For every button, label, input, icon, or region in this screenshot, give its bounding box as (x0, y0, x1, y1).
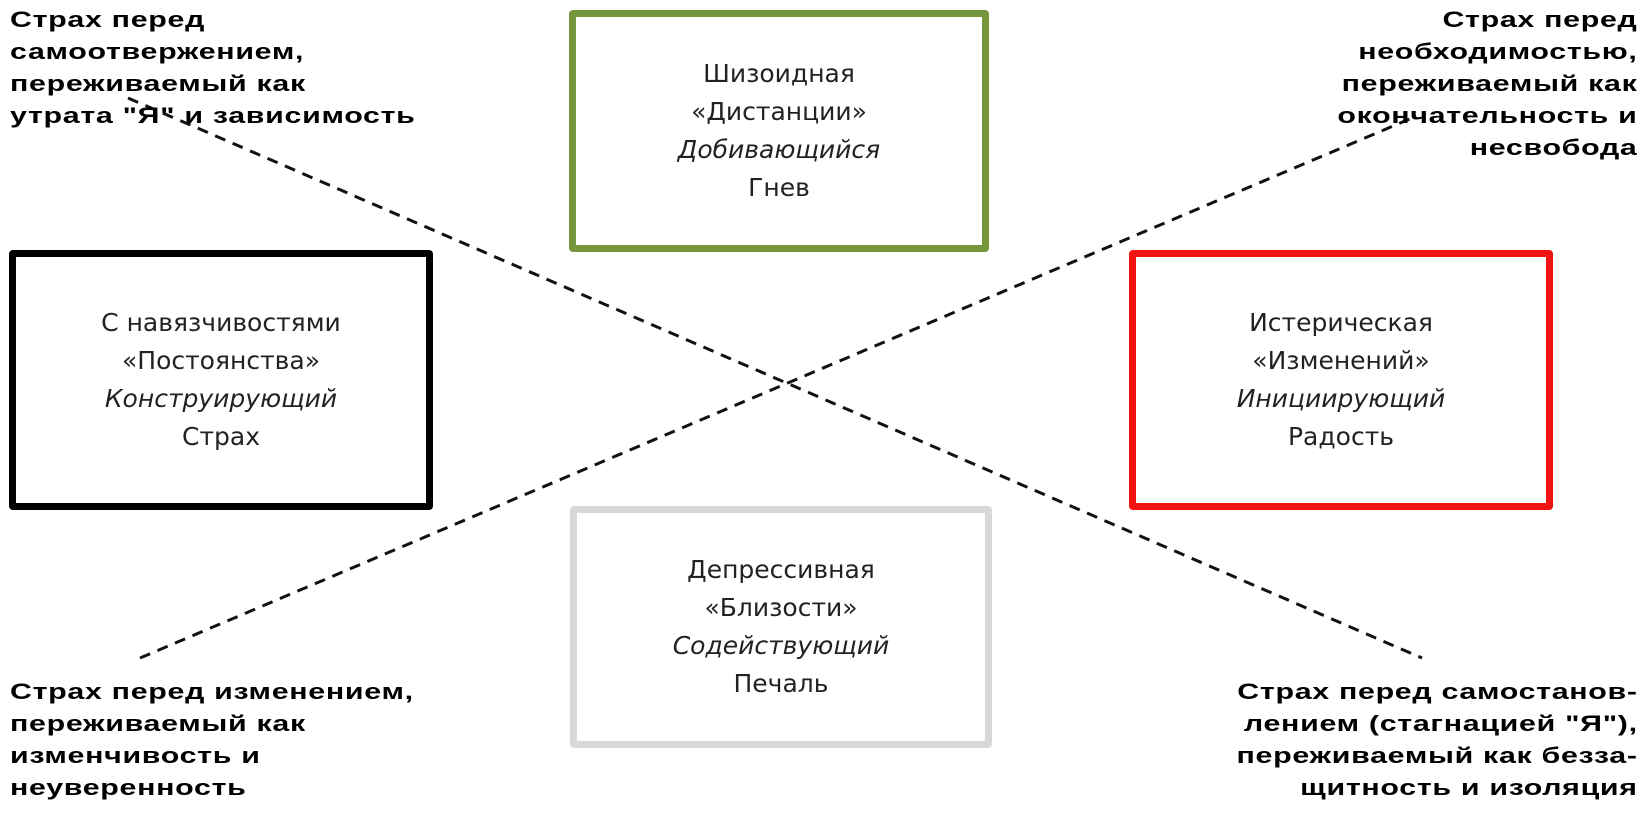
corner-line: изменчивость и (10, 743, 261, 768)
corner-label-top-left: Страх перед самоотвержением, переживаемы… (10, 4, 416, 132)
box-emotion: Печаль (733, 669, 829, 698)
corner-line: Страх перед (1442, 7, 1638, 32)
box-type: Истерическая (1249, 308, 1433, 337)
box-type: Депрессивная (687, 555, 875, 584)
corner-line: переживаемый как (10, 711, 306, 736)
box-theme: «Дистанции» (691, 97, 867, 126)
corner-label-top-right: Страх перед необходимостью, переживаемый… (1338, 4, 1638, 164)
corner-line: Страх перед изменением, (10, 679, 414, 704)
dashed-axis-line-tl-br (127, 96, 1423, 660)
box-depressive: Депрессивная «Близости» Содействующий Пе… (570, 506, 992, 748)
box-emotion: Гнев (748, 173, 810, 202)
corner-line: переживаемый как (1342, 71, 1638, 96)
corner-line: необходимостью, (1358, 39, 1638, 64)
box-hysteric: Истерическая «Изменений» Инициирующий Ра… (1129, 250, 1553, 510)
corner-line: Страх перед (10, 7, 206, 32)
box-theme: «Близости» (704, 593, 858, 622)
corner-label-bottom-left: Страх перед изменением, переживаемый как… (10, 676, 414, 804)
box-obsessive: С навязчивостями «Постоянства» Конструир… (9, 250, 433, 510)
corner-line: неуверенность (10, 775, 247, 800)
box-type: Шизоидная (703, 59, 855, 88)
corner-line: лением (стагнацией "Я"), (1244, 711, 1638, 736)
box-emotion: Страх (181, 422, 260, 451)
box-type: С навязчивостями (101, 308, 341, 337)
box-emotion: Радость (1287, 422, 1395, 451)
corner-line: самоотвержением, (10, 39, 305, 64)
box-theme: «Изменений» (1252, 346, 1430, 375)
box-role: Конструирующий (104, 384, 338, 413)
corner-line: щитность и изоляция (1300, 775, 1638, 800)
box-role: Содействующий (672, 631, 890, 660)
box-role: Добивающийся (677, 135, 881, 164)
corner-label-bottom-right: Страх перед самостанов- лением (стагнаци… (1237, 676, 1638, 804)
corner-line: переживаемый как (10, 71, 306, 96)
corner-line: несвобода (1470, 135, 1638, 160)
corner-line: утрата "Я" и зависимость (10, 103, 416, 128)
corner-line: переживаемый как безза- (1236, 743, 1638, 768)
box-schizoid: Шизоидная «Дистанции» Добивающийся Гнев (569, 10, 989, 252)
dashed-axis-line-bl-tr (139, 116, 1413, 660)
box-role: Инициирующий (1236, 384, 1446, 413)
corner-line: Страх перед самостанов- (1237, 679, 1638, 704)
box-theme: «Постоянства» (121, 346, 321, 375)
corner-line: окончательность и (1337, 103, 1638, 128)
